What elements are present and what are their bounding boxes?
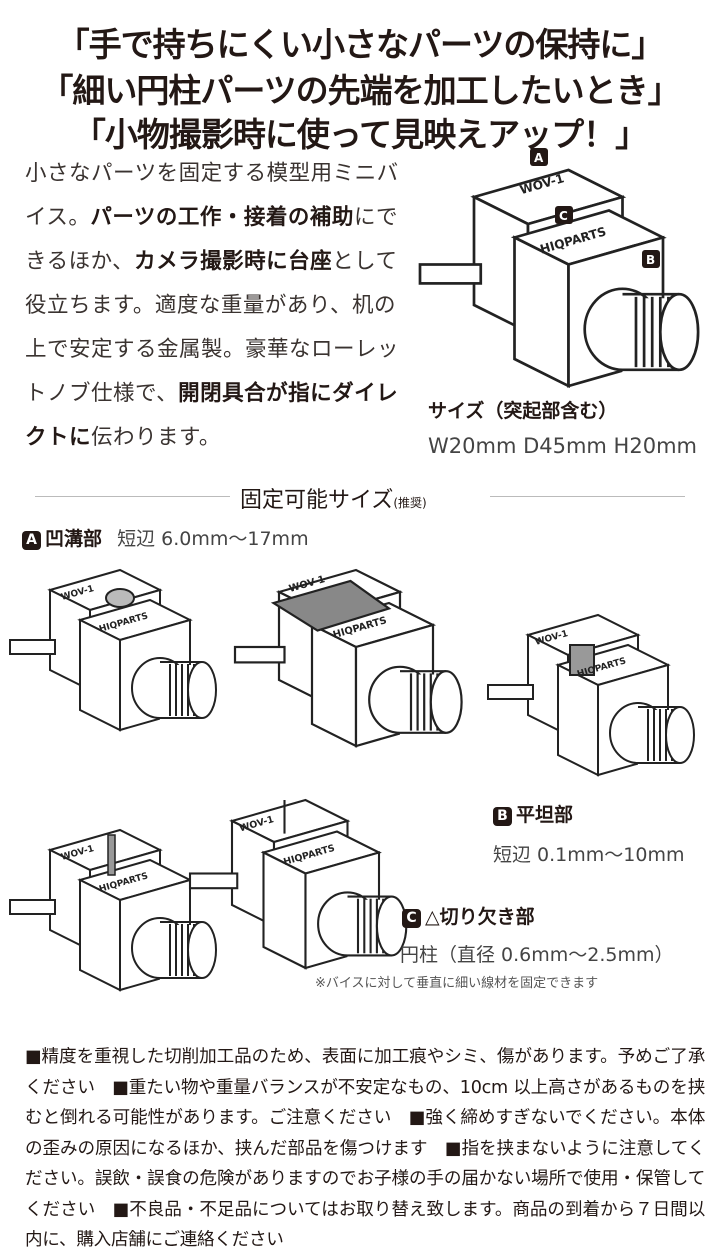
spec-c: C△切り欠き部: [402, 902, 535, 929]
divider-right: [490, 496, 685, 497]
callout-b: B: [646, 253, 655, 267]
divider-left: [35, 496, 230, 497]
main-vise-illustration: HIQPARTS WOV-1: [418, 168, 700, 388]
vise-illustrations: HIQPARTS WOV-1 HIQPARTS WOV-1 HIQPARTS W…: [9, 148, 700, 991]
intro-text: 小さなパーツを固定する模型用ミニバイス。パーツの工作・接着の補助にできるほか、カ…: [25, 152, 405, 460]
vise-example-a1: HIQPARTS WOV-1: [9, 569, 217, 731]
size-label: サイズ（突起部含む）: [428, 400, 618, 422]
intro-seg: にできるほか、: [25, 205, 398, 274]
intro-seg: 伝わります。: [91, 425, 221, 450]
vise-example-c1: HIQPARTS WOV-1: [9, 829, 217, 991]
spec-b-range: 短辺 0.1mm〜10mm: [493, 844, 685, 866]
intro-seg: として役立ちます。適度な重量があり、机の上で安定する金属製。豪華なローレットノブ…: [25, 249, 400, 406]
spec-a-name: 凹溝部: [45, 528, 103, 550]
headline-2: 「細い円柱パーツの先端を加工したいとき」: [40, 71, 680, 110]
vise-example-b: HIQPARTS WOV-1: [487, 614, 695, 776]
callout-a: A: [534, 151, 544, 165]
headline-1: 「手で持ちにくい小さなパーツの保持に」: [56, 25, 665, 64]
caution-notes: ■精度を重視した切削加工品のため、表面に加工痕やシミ、傷があります。予めご了承く…: [25, 1047, 705, 1250]
spec-c-range: 円柱（直径 0.6mm〜2.5mm）: [400, 944, 674, 966]
intro-seg: 小さなパーツを固定する模型用ミニバイス。: [25, 161, 399, 230]
intro-bold: カメラ撮影時に台座: [134, 249, 333, 274]
intro-bold: 開閉具合が指にダイレクトに: [25, 381, 399, 450]
badge-a: A: [22, 531, 41, 550]
badge-b: B: [493, 807, 512, 826]
intro-bold: パーツの工作・接着の補助: [90, 205, 354, 230]
vise-example-c2: HIQPARTS WOV-1: [188, 798, 408, 970]
spec-b-name: 平坦部: [516, 804, 574, 826]
vise-example-a2: HIQPARTS WOV-1: [233, 568, 463, 748]
spec-c-name: △切り欠き部: [425, 906, 535, 928]
badge-c: C: [402, 909, 421, 928]
spec-c-note: ※バイスに対して垂直に細い線材を固定できます: [315, 976, 599, 991]
section-heading: 固定可能サイズ(推奨): [240, 482, 427, 514]
section-title: 固定可能サイズ: [240, 488, 394, 513]
headline-3: 「小物撮影時に使って見映えアップ！」: [72, 115, 648, 154]
callout-badges: A C B: [530, 148, 660, 268]
spec-a-range: 短辺 6.0mm〜17mm: [117, 528, 309, 550]
size-value: W20mm D45mm H20mm: [428, 434, 697, 458]
callout-c: C: [559, 209, 568, 223]
section-note: (推奨): [393, 496, 427, 510]
